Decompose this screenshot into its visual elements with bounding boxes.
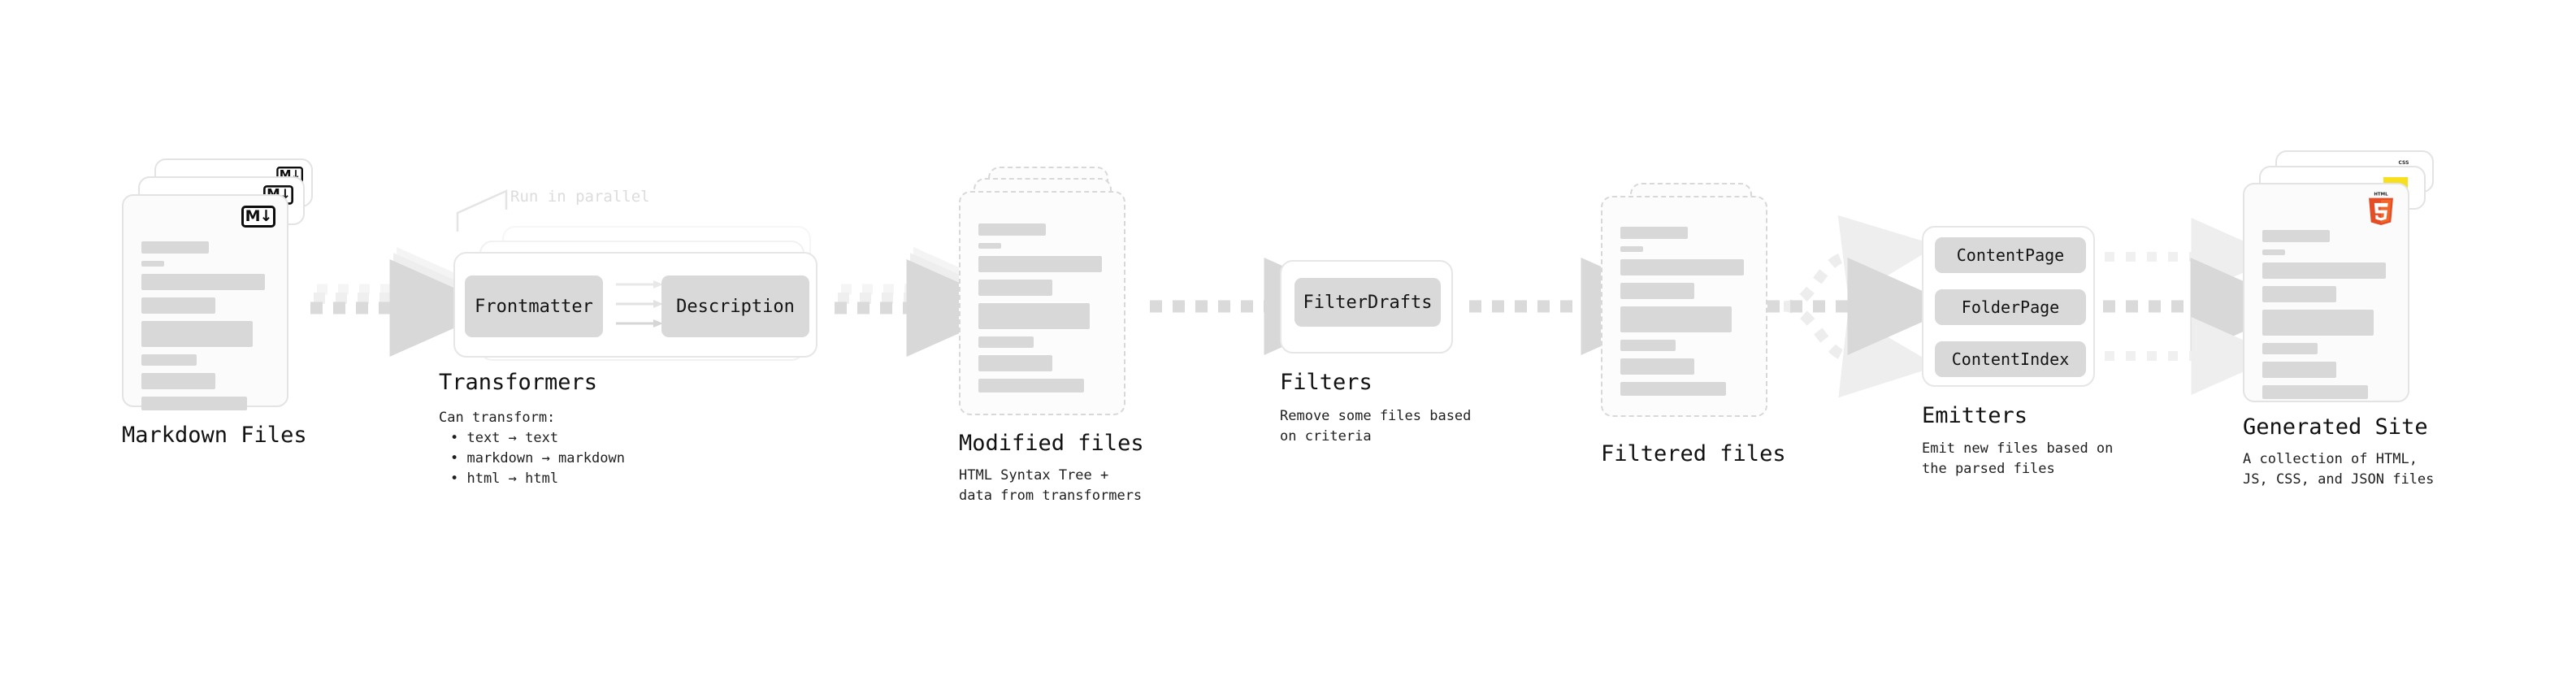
transformers-bullet-1: • markdown → markdown <box>450 450 625 466</box>
modified-files-subtitle: HTML Syntax Tree + data from transformer… <box>959 467 1143 504</box>
emitters-title: Emitters <box>1922 403 2028 428</box>
transformers-subtitle-heading: Can transform: <box>439 410 556 426</box>
emitters-box[interactable]: ContentPage FolderPage ContentIndex <box>1922 226 2095 387</box>
connector-emitters-to-site <box>2103 218 2301 395</box>
transformer-chip-frontmatter[interactable]: Frontmatter <box>465 275 603 337</box>
transformer-chip-label: Frontmatter <box>475 296 593 317</box>
doc-placeholder-lines <box>978 223 1106 393</box>
filter-chip-label: FilterDrafts <box>1303 292 1433 313</box>
stage-modified-files: Modified files HTML Syntax Tree + data f… <box>959 167 1146 504</box>
filtered-files-title: Filtered files <box>1601 441 1786 466</box>
transformers-bullet-0: • text → text <box>450 430 559 446</box>
markdown-icon: M↓ <box>241 206 275 228</box>
filters-subtitle: Remove some files based on criteria <box>1280 408 1472 445</box>
html5-badge: HTML <box>2366 191 2396 227</box>
emitters-subtitle: Emit new files based on the parsed files <box>1922 440 2114 477</box>
transformer-box-front[interactable]: Frontmatter Description <box>453 252 817 358</box>
modified-card-stack <box>959 167 1146 415</box>
doc-placeholder-lines <box>2262 230 2390 399</box>
run-in-parallel-leader <box>456 189 508 232</box>
markdown-card-stack: M↓ M↓ M↓ <box>122 158 317 410</box>
transformers-title: Transformers <box>439 370 598 395</box>
transformer-chip-description[interactable]: Description <box>661 275 809 337</box>
stage-generated-site: CSS HTML <box>2243 150 2438 488</box>
html5-icon: HTML <box>2369 193 2393 226</box>
filtered-card-front[interactable] <box>1601 196 1767 417</box>
generated-site-card-front[interactable]: HTML <box>2243 183 2409 402</box>
emitter-chip-label: ContentIndex <box>1951 349 2070 369</box>
filtered-card-stack <box>1601 183 1788 419</box>
emitter-chip-folderpage[interactable]: FolderPage <box>1935 289 2086 325</box>
markdown-files-title: Markdown Files <box>122 423 307 448</box>
svg-text:HTML: HTML <box>2374 193 2388 197</box>
doc-placeholder-lines <box>141 241 269 410</box>
emitter-chip-label: ContentPage <box>1956 245 2065 265</box>
modified-card-front[interactable] <box>959 191 1125 415</box>
doc-placeholder-lines <box>1620 227 1748 396</box>
generated-site-title: Generated Site <box>2243 414 2428 440</box>
connector-transformers-to-modified <box>835 247 1017 357</box>
modified-files-title: Modified files <box>959 431 1144 456</box>
generated-site-subtitle: A collection of HTML, JS, CSS, and JSON … <box>2243 451 2435 488</box>
filters-box[interactable]: FilterDrafts <box>1280 260 1453 354</box>
connector-markdown-to-transformers <box>310 247 500 357</box>
emitter-chip-label: FolderPage <box>1961 297 2060 317</box>
stage-filtered-files: Filtered files <box>1601 183 1788 466</box>
transformer-chip-label: Description <box>676 296 795 317</box>
transformers-bullet-2: • html → html <box>450 471 559 487</box>
markdown-card-front[interactable]: M↓ <box>122 194 288 410</box>
emitter-chip-contentpage[interactable]: ContentPage <box>1935 237 2086 273</box>
run-in-parallel-annotation: Run in parallel <box>510 188 650 206</box>
filter-chip-filterdrafts[interactable]: FilterDrafts <box>1295 278 1441 327</box>
generated-site-card-stack: CSS HTML <box>2243 150 2438 410</box>
filters-title: Filters <box>1280 370 1373 395</box>
parallel-arrows-icon <box>616 280 663 327</box>
emitter-chip-contentindex[interactable]: ContentIndex <box>1935 341 2086 377</box>
stage-markdown-files: M↓ M↓ M↓ Markdown Files <box>122 158 317 448</box>
